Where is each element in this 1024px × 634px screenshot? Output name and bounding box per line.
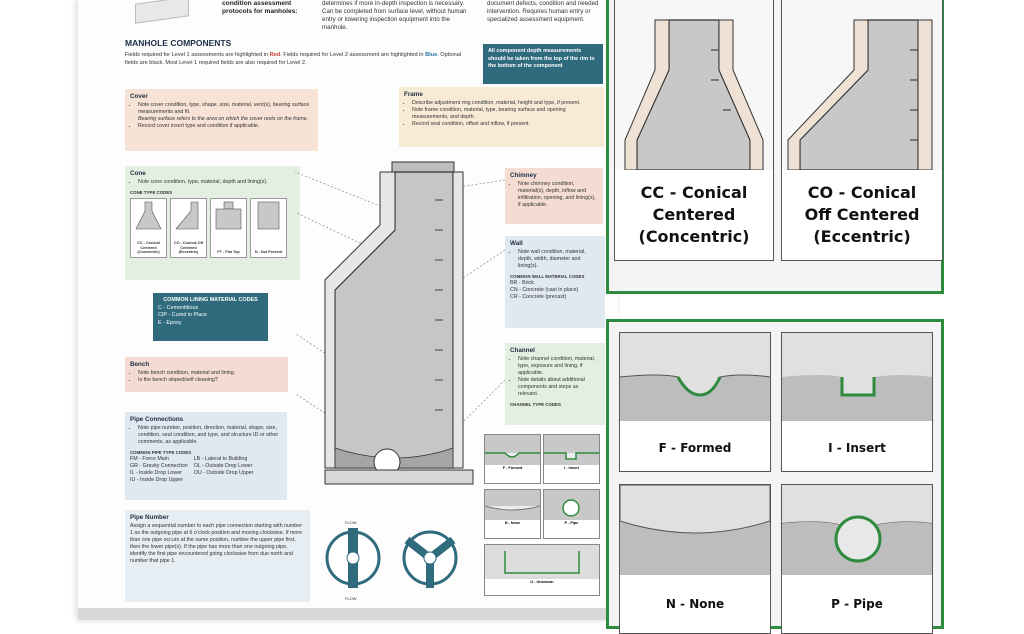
cone-thumb-co: CO - Conical Off Centered (Eccentric) — [170, 198, 207, 258]
page-margin — [0, 0, 78, 620]
pipe-number-diagram: FLOW FLOW — [325, 520, 458, 601]
level1-note: determines if more in-depth inspection i… — [322, 0, 467, 31]
depth-note: All component depth measurements should … — [483, 44, 603, 84]
channel-box: Channel Note channel condition, material… — [505, 343, 605, 425]
cone-zoom-panel: CC - Conical Centered (Concentric) CO - … — [606, 0, 944, 294]
cover-box: Cover Note cover condition, type, shape,… — [125, 89, 318, 151]
wall-box: Wall Note wall condition, material, dept… — [505, 236, 605, 328]
cone-card-cc: CC - Conical Centered (Concentric) — [614, 0, 774, 261]
channel-card-pipe: P - Pipe — [781, 484, 933, 634]
intro-text: Fields required for Level 1 assessments … — [125, 52, 462, 66]
channel-card-insert: I - Insert — [781, 332, 933, 472]
channel-zoom-panel: F - Formed I - Insert N - None P - Pipe — [606, 319, 944, 634]
level2-note: document defects, condition and needed i… — [487, 0, 599, 23]
pipe-number-box: Pipe Number Assign a sequential number t… — [125, 510, 310, 602]
cone-thumb-ft: FT - Flat Top — [210, 198, 247, 258]
cone-thumb-cc: CC - Conical Centered (Concentric) — [130, 198, 167, 258]
pipe-connections-title: Pipe Connections — [130, 416, 184, 423]
channel-thumb-f: F - Formed — [484, 434, 541, 484]
cone-title: Cone — [130, 170, 146, 177]
channel-title: Channel — [510, 347, 535, 354]
lining-codes-box: COMMON LINING MATERIAL CODES C - Cementi… — [153, 293, 268, 341]
wall-title: Wall — [510, 240, 523, 247]
cone-box: Cone Note cone condition, type, material… — [125, 166, 300, 280]
channel-card-formed: F - Formed — [619, 332, 771, 472]
cone-thumb-n: N - Not Present — [250, 198, 287, 258]
header-left-text: condition assessment protocols for manho… — [222, 0, 298, 15]
chimney-title: Chimney — [510, 172, 537, 179]
flow-label-bottom: FLOW — [345, 596, 357, 601]
cone-card-co: CO - Conical Off Centered (Eccentric) — [781, 0, 943, 261]
pipe-number-title: Pipe Number — [130, 514, 169, 521]
bench-title: Bench — [130, 361, 150, 368]
channel-card-none: N - None — [619, 484, 771, 634]
channel-thumb-p: P - Pipe — [543, 489, 600, 539]
flow-label-top: FLOW — [345, 520, 357, 525]
channel-thumb-i: I - Insert — [543, 434, 600, 484]
manhole-diagram — [295, 161, 505, 485]
frame-title: Frame — [404, 91, 423, 98]
channel-thumb-u: U - Unknown — [484, 544, 600, 596]
page-footer-bar — [78, 608, 618, 620]
bench-box: Bench Note bench condition, material and… — [125, 357, 288, 392]
chimney-box: Chimney Note chimney condition, material… — [505, 168, 603, 224]
frame-box: Frame Describe adjustment ring condition… — [399, 87, 604, 147]
section-title: MANHOLE COMPONENTS — [125, 38, 232, 48]
cover-title: Cover — [130, 93, 148, 100]
pipe-connections-box: Pipe Connections Note pipe number, posit… — [125, 412, 287, 500]
channel-thumb-n: N - None — [484, 489, 541, 539]
